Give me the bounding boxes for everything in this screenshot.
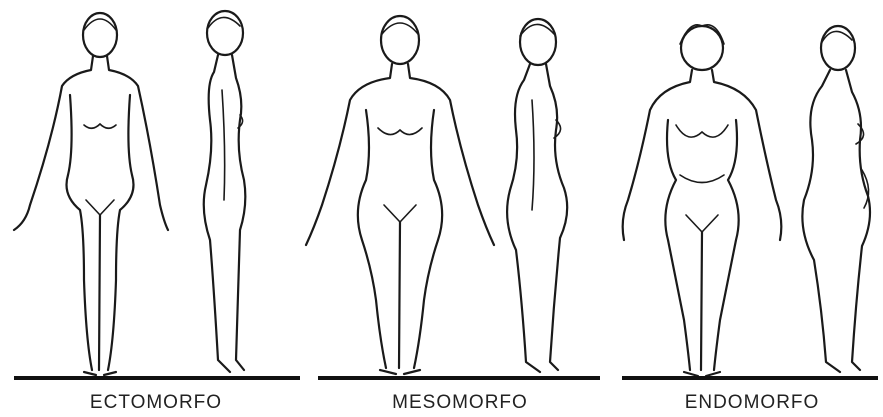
endomorph-panel — [622, 25, 878, 378]
endomorph-label: ENDOMORFO — [612, 392, 883, 414]
mesomorph-panel — [306, 16, 600, 378]
ectomorph-panel — [14, 11, 300, 378]
ectomorph-label: ECTOMORFO — [16, 392, 296, 414]
mesomorph-side-figure — [507, 19, 567, 372]
ectomorph-side-figure — [204, 11, 246, 372]
endomorph-side-figure — [802, 26, 870, 372]
mesomorph-label: MESOMORFO — [320, 392, 600, 414]
endomorph-front-figure — [623, 25, 782, 376]
mesomorph-front-figure — [306, 16, 494, 374]
ectomorph-front-figure — [14, 13, 168, 375]
